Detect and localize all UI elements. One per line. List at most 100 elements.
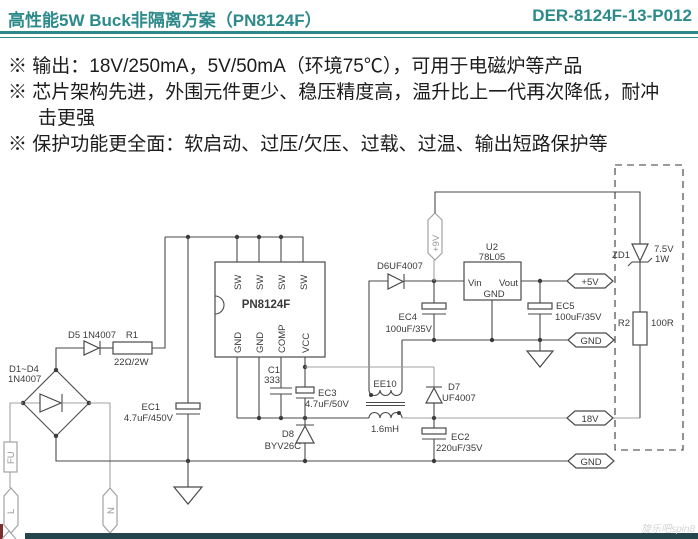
u2-pin-gnd: GND (483, 289, 504, 300)
r2-value-label: 100R (651, 318, 674, 329)
bridge-part-label: 1N4007 (8, 374, 41, 385)
bridge-ref-label: D1~D4 (9, 364, 39, 375)
d8-ref-label: D8 (282, 429, 294, 440)
partial-net-tag (1, 530, 17, 539)
aux-winding-wires (368, 280, 403, 390)
header-rule-thin (0, 37, 698, 38)
ec1-value-label: 4.7uF/450V (124, 413, 174, 424)
page-title: 高性能5W Buck非隔离方案（PN8124F） (8, 11, 322, 30)
ground-symbol (172, 486, 204, 505)
cap-ec4: EC4 100uF/35V (386, 281, 447, 340)
neutral-input: N (89, 402, 118, 534)
d6-label: D6UF4007 (377, 261, 423, 272)
watermark: 旋乐吧spin8 (641, 523, 695, 535)
net-tag-gnd-a (567, 332, 615, 348)
ec4-ref-label: EC4 (399, 312, 417, 323)
diode-d6: D6UF4007 (377, 261, 434, 290)
r1-ref-label: R1 (126, 330, 138, 341)
net-label-gnd-b: GND (580, 457, 601, 468)
diode-d8: D8 BYV26C (265, 418, 315, 461)
u2-pin-vin: Vin (468, 278, 482, 289)
u2-pin-vout: Vout (499, 278, 518, 289)
net-tags-right: +5V GND 18V GND (566, 273, 615, 469)
regulator-u2: U2 78L05 Vin Vout GND (434, 242, 567, 340)
inductance-label: 1.6mH (371, 424, 399, 435)
zd1-voltage-label: 7.5V (654, 244, 674, 255)
bullet-marker: ※ (8, 56, 28, 77)
ic-name-label: PN8124F (242, 299, 291, 311)
net-label-aux: +9V (431, 234, 442, 252)
ec4-value-label: 100uF/35V (386, 324, 433, 335)
aux-9v-net: +9V (427, 191, 641, 284)
r2-ref-label: R2 (618, 318, 630, 329)
net-label-5v: +5V (581, 277, 599, 288)
d5-label: D5 1N4007 (68, 330, 116, 341)
resistor-r2 (632, 311, 648, 346)
ic-pin-gnd1: GND (233, 332, 244, 353)
feature-text: 芯片架构先进，外围元件更少、稳压精度高，温升比上一代再次降低，耐冲击更强 (32, 82, 660, 129)
ec5-ref-label: EC5 (556, 301, 574, 312)
ec3-value-label: 4.7uF/50V (305, 399, 349, 410)
diode-d7: D7 UF4007 (425, 367, 476, 418)
cap-ec3: EC3 4.7uF/50V (295, 357, 349, 418)
bridge-rectifier: D1~D4 1N4007 (8, 364, 92, 439)
ec1-ref-label: EC1 (142, 402, 160, 413)
dummy-load-box: ZD1 7.5V 1W R2 100R (612, 164, 684, 451)
footer-bar (25, 533, 698, 539)
zener-zd1 (631, 243, 649, 263)
ic-pin-comp: COMP (277, 325, 288, 354)
sw-bus (165, 234, 304, 262)
ec2-value-label: 220uF/35V (436, 443, 483, 454)
aux-gnd-bus (402, 337, 568, 368)
footer: 旋乐吧spin8 (0, 523, 698, 539)
feature-text: 保护功能更全面：软启动、过压/欠压、过载、过温、输出短路保护等 (32, 134, 608, 155)
d7-part-label: UF4007 (442, 393, 476, 404)
ec5-value-label: 100uF/35V (555, 312, 602, 323)
fuse-label: FU (6, 451, 17, 464)
ic-pin-sw3: SW (277, 275, 288, 290)
cap-ec1: EC1 4.7uF/450V (124, 237, 201, 461)
bullet-marker: ※ (8, 82, 28, 103)
feature-item: ※ 保护功能更全面：软启动、过压/欠压、过载、过温、输出短路保护等 (8, 132, 674, 158)
title-row: 高性能5W Buck非隔离方案（PN8124F） DER-8124F-13-P0… (8, 6, 692, 31)
zd1-ref-label: ZD1 (612, 250, 630, 261)
doc-number: DER-8124F-13-P012 (532, 6, 692, 25)
output-18v-line (402, 345, 641, 421)
feature-text: 输出：18V/250mA，5V/50mA（环境75℃），可用于电磁炉等产品 (32, 56, 583, 77)
net-tag-9v (427, 212, 443, 261)
u2-ref-label: U2 (486, 242, 498, 253)
net-tag-5v (566, 273, 614, 289)
net-label-neutral: N (106, 507, 117, 514)
feature-list: ※ 输出：18V/250mA，5V/50mA（环境75℃），可用于电磁炉等产品 … (8, 54, 674, 158)
d7-ref-label: D7 (448, 382, 460, 393)
red-sliver (0, 524, 3, 539)
ic-notch (214, 295, 225, 315)
net-label-gnd-a: GND (580, 336, 601, 347)
c1-value-label: 333 (264, 375, 280, 386)
transformer-ee10: EE10 1.6mH (366, 379, 405, 435)
feature-item: ※ 输出：18V/250mA，5V/50mA（环境75℃），可用于电磁炉等产品 (8, 54, 674, 80)
ic-gnd-bus (236, 357, 369, 421)
d8-part-label: BYV26C (265, 441, 302, 452)
ic-pin-sw2: SW (255, 275, 266, 290)
ec3-ref-label: EC3 (318, 388, 336, 399)
net-tag-gnd-b (567, 453, 615, 469)
net-label-live: L (6, 509, 17, 514)
transformer-ref-label: EE10 (373, 379, 396, 390)
cap-c1: C1 333 (264, 357, 292, 418)
feature-item: ※ 芯片架构先进，外围元件更少、稳压精度高，温升比上一代再次降低，耐冲击更强 (8, 80, 674, 132)
main-gnd-bus (55, 436, 568, 505)
zd1-power-label: 1W (655, 254, 669, 265)
cap-ec2: EC2 220uF/35V (421, 418, 483, 461)
net-label-18v: 18V (582, 414, 600, 425)
input-diode-resistor: D5 1N4007 R1 22Ω/2W (55, 237, 166, 370)
ic-pin-sw4: SW (299, 275, 310, 290)
ic-pin-sw1: SW (233, 275, 244, 290)
net-tag-18v (566, 410, 614, 426)
live-input: FU L (3, 402, 23, 534)
ec2-ref-label: EC2 (451, 432, 469, 443)
ground-symbol (525, 350, 555, 368)
header-rule-thick (0, 31, 698, 34)
